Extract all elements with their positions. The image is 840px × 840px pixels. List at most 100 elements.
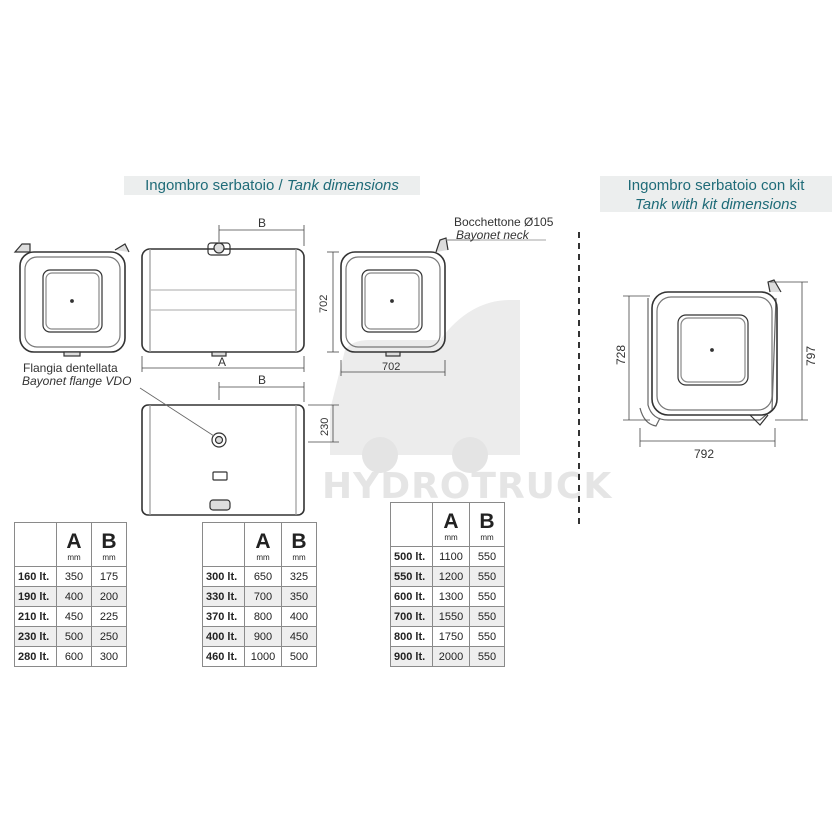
value-b-cell: 400 bbox=[281, 606, 317, 627]
value-a-cell: 1750 bbox=[432, 626, 470, 647]
capacity-cell: 280 lt. bbox=[14, 646, 57, 667]
capacity-cell: 400 lt. bbox=[202, 626, 245, 647]
dimension-lines-end bbox=[327, 239, 546, 376]
tank-header-separator: / bbox=[274, 177, 287, 194]
value-a-cell: 500 bbox=[56, 626, 92, 647]
bayonet-flange-english: Bayonet flange VDO bbox=[22, 374, 131, 388]
value-a-cell: 2000 bbox=[432, 646, 470, 667]
kit-dimension-792-label: 792 bbox=[694, 447, 714, 461]
watermark-text: HYDROTRUCK bbox=[322, 466, 613, 507]
tank-front-view bbox=[13, 243, 130, 357]
value-a-cell: 1200 bbox=[432, 566, 470, 587]
kit-header-italian: Ingombro serbatoio con kit bbox=[627, 177, 805, 194]
bayonet-neck-italian: Bocchettone Ø105 bbox=[454, 215, 554, 229]
dimension-230-label: 230 bbox=[319, 418, 331, 436]
capacity-cell: 500 lt. bbox=[390, 546, 433, 567]
dimension-lines-top bbox=[141, 225, 305, 372]
value-a-cell: 1000 bbox=[244, 646, 282, 667]
bayonet-flange-italian: Flangia dentellata bbox=[23, 361, 118, 375]
value-b-cell: 350 bbox=[281, 586, 317, 607]
value-a-cell: 350 bbox=[56, 566, 92, 587]
capacity-cell: 700 lt. bbox=[390, 606, 433, 627]
value-b-cell: 250 bbox=[91, 626, 127, 647]
capacity-cell: 460 lt. bbox=[202, 646, 245, 667]
value-b-cell: 550 bbox=[469, 546, 505, 567]
tank-dimensions-header: Ingombro serbatoio / Tank dimensions bbox=[124, 176, 420, 195]
capacity-cell: 210 lt. bbox=[14, 606, 57, 627]
tank-side-view-top bbox=[141, 242, 305, 357]
value-b-cell: 550 bbox=[469, 606, 505, 627]
value-a-cell: 900 bbox=[244, 626, 282, 647]
value-a-cell: 1300 bbox=[432, 586, 470, 607]
tank-with-kit-view bbox=[639, 279, 782, 427]
table-corner-cell bbox=[14, 522, 57, 567]
value-b-cell: 175 bbox=[91, 566, 127, 587]
value-a-cell: 600 bbox=[56, 646, 92, 667]
kit-dimensions-header: Ingombro serbatoio con kit Tank with kit… bbox=[600, 176, 832, 213]
table-corner-cell bbox=[390, 502, 433, 547]
kit-dimension-728-label: 728 bbox=[614, 345, 628, 365]
truck-watermark bbox=[330, 300, 520, 473]
table-corner-cell bbox=[202, 522, 245, 567]
capacity-cell: 600 lt. bbox=[390, 586, 433, 607]
value-b-cell: 225 bbox=[91, 606, 127, 627]
value-b-cell: 550 bbox=[469, 566, 505, 587]
value-a-cell: 650 bbox=[244, 566, 282, 587]
tank-bottom-view bbox=[141, 404, 305, 516]
value-a-cell: 1100 bbox=[432, 546, 470, 567]
capacity-cell: 800 lt. bbox=[390, 626, 433, 647]
value-a-cell: 1550 bbox=[432, 606, 470, 627]
kit-header-english: Tank with kit dimensions bbox=[634, 196, 798, 213]
value-b-cell: 200 bbox=[91, 586, 127, 607]
kit-dimension-lines bbox=[623, 281, 808, 447]
value-a-cell: 400 bbox=[56, 586, 92, 607]
tank-end-view bbox=[340, 237, 449, 357]
capacity-cell: 330 lt. bbox=[202, 586, 245, 607]
tank-header-english: Tank dimensions bbox=[286, 177, 399, 194]
value-b-cell: 550 bbox=[469, 626, 505, 647]
value-b-cell: 300 bbox=[91, 646, 127, 667]
bayonet-neck-english: Bayonet neck bbox=[456, 228, 530, 242]
capacity-cell: 550 lt. bbox=[390, 566, 433, 587]
tank-header-italian: Ingombro serbatoio bbox=[145, 177, 275, 194]
capacity-cell: 900 lt. bbox=[390, 646, 433, 667]
value-a-cell: 450 bbox=[56, 606, 92, 627]
dimension-702-bottom-label: 702 bbox=[382, 361, 400, 373]
value-b-cell: 450 bbox=[281, 626, 317, 647]
dimension-b-top-label: B bbox=[258, 216, 266, 230]
capacity-cell: 190 lt. bbox=[14, 586, 57, 607]
kit-dimension-797-label: 797 bbox=[804, 346, 818, 366]
capacity-cell: 370 lt. bbox=[202, 606, 245, 627]
dimension-702-side-label: 702 bbox=[318, 295, 330, 313]
capacity-cell: 160 lt. bbox=[14, 566, 57, 587]
capacity-cell: 230 lt. bbox=[14, 626, 57, 647]
dimension-b-bottom-label: B bbox=[258, 373, 266, 387]
dimension-lines-bottom bbox=[139, 382, 339, 443]
value-b-cell: 325 bbox=[281, 566, 317, 587]
value-a-cell: 800 bbox=[244, 606, 282, 627]
